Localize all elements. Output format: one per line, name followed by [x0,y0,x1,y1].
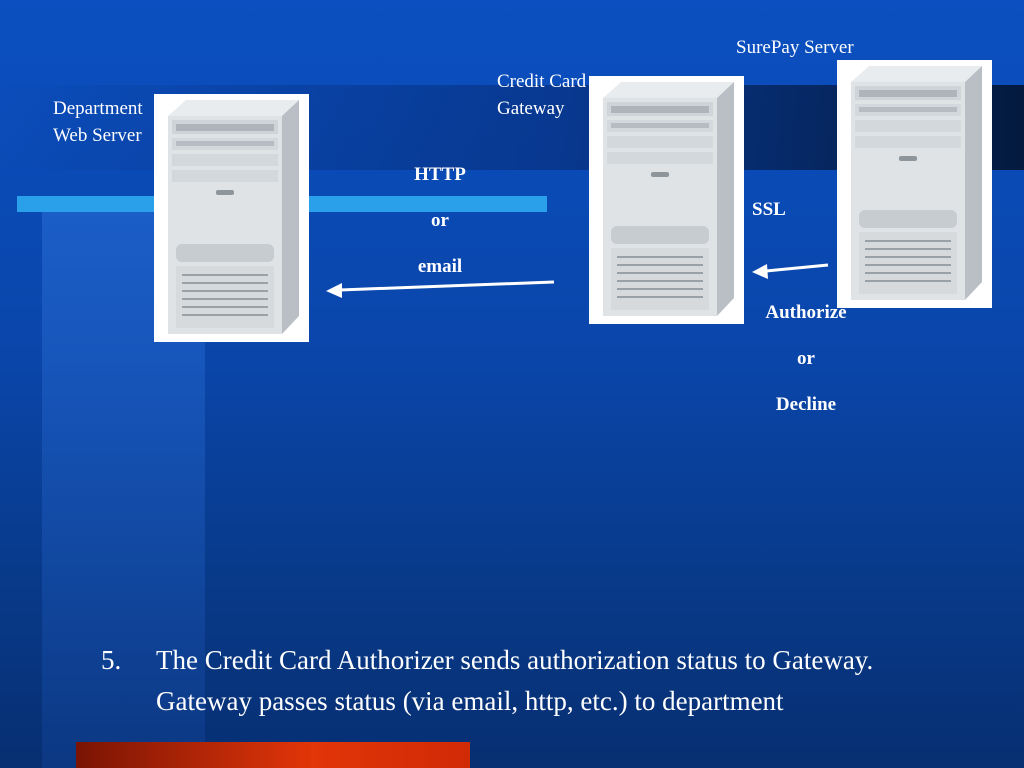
surepay-server-image [837,60,992,308]
gateway-server-label-line1: Credit Card [497,71,587,92]
department-server-image [154,94,309,342]
gateway-server-label: Credit Card Gateway [497,68,586,122]
http-email-label: HTTP or email [390,152,490,290]
department-server-label: Department Web Server [53,95,143,149]
surepay-server-label: SurePay Server [736,37,854,58]
step-text: The Credit Card Authorizer sends authori… [156,645,874,716]
step-number: 5. [101,645,122,675]
server-tower-icon [851,66,982,300]
gateway-server-label-line2: Gateway [497,98,565,119]
server-tower-icon [168,100,299,334]
gateway-server-image [589,76,744,324]
conn-left-line1: HTTP [414,164,466,185]
conn-right-line2: or [797,348,815,369]
department-server-label-line2: Web Server [53,125,142,146]
conn-right-line1: Authorize [765,302,847,323]
arrow-left-icon [752,263,829,279]
server-tower-icon [603,82,734,316]
bottom-accent-bar [76,742,470,768]
authorize-decline-label: Authorize or Decline [746,290,866,428]
department-server-label-line1: Department [53,98,143,119]
ssl-label: SSL [752,199,786,220]
conn-left-line2: or [431,210,449,231]
conn-right-line3: Decline [775,394,837,415]
arrow-left-icon [326,280,555,298]
conn-left-line3: email [417,256,463,277]
